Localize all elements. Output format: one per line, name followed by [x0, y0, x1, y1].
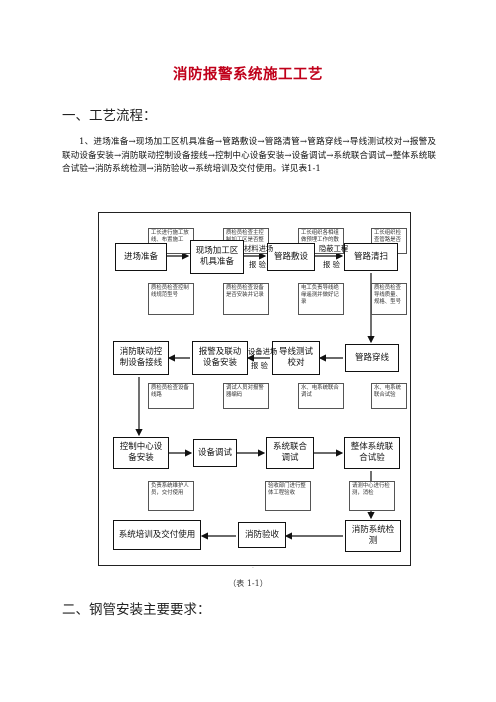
section-heading-1: 一、工艺流程： — [62, 108, 157, 124]
section-heading-2: 二、钢管安装主要要求： — [62, 602, 211, 618]
note-joint-test: 水、电系统联合试验 — [371, 383, 407, 409]
note-device-lines: 质检员检查设备线路 — [148, 383, 194, 409]
step-pipe-laying: 管路敷设 — [267, 243, 315, 271]
note-insulation-test: 电工负责导线绝缘遥测并做好记录 — [298, 283, 344, 315]
step-site-preparation: 进场准备 — [115, 243, 167, 271]
step-training-handover: 系统培训及交付使用 — [113, 520, 201, 550]
note-wire-spec: 质检员检查导线质量、规格、型号 — [371, 283, 407, 315]
step-system-inspection: 消防系统检测 — [345, 520, 401, 552]
page-dot: · — [252, 565, 254, 572]
note-alarm-coding: 调试人员对报警器编码 — [223, 383, 269, 409]
step-system-joint-debug: 系统联合调试 — [266, 437, 314, 469]
step-control-center-install: 控制中心设备安装 — [113, 437, 169, 469]
label-report-2: 报 验 — [323, 260, 340, 269]
step-overall-joint-test: 整体系统联合试验 — [344, 437, 400, 469]
step-fire-acceptance: 消防验收 — [238, 522, 286, 548]
step-pipe-wiring: 管路穿线 — [345, 344, 399, 372]
label-hidden-work: 隐蔽工程 — [319, 244, 349, 253]
note-joint-debug: 水、电系统联合调试 — [298, 383, 344, 409]
note-handover: 负责系统维护人员，交付使用 — [148, 481, 194, 511]
process-flowchart: 工长进行施工放线、布置施工 质检员检查主控制加工区是否整理 工长组织各相组做预埋… — [98, 212, 411, 566]
label-equipment-in: 设备进场 — [248, 347, 278, 356]
label-report-1: 报 验 — [249, 260, 266, 269]
note-control-wiring: 质检员检查控制线规范型号 — [148, 283, 194, 315]
note-inspection: 请测中心进行检测，消检 — [349, 481, 395, 511]
label-report-3: 报 验 — [251, 361, 268, 370]
label-material-in: 材料进场 — [244, 244, 274, 253]
step-tool-preparation: 现场加工区机具准备 — [190, 240, 244, 274]
step-device-debugging: 设备调试 — [193, 439, 237, 467]
note-site-layout: 工长进行施工放线、布置施工 — [148, 228, 194, 254]
figure-caption: （表 1-1） — [228, 579, 268, 588]
step-linkage-wiring: 消防联动控制设备接线 — [113, 341, 169, 375]
step-device-installation: 报警及联动设备安装 — [192, 341, 248, 375]
document-title: 消防报警系统施工工艺 — [173, 67, 323, 83]
process-paragraph: 1、进场准备→现场加工区机具准备→管路敷设→管路清管→管路穿线→导线测试校对→报… — [62, 137, 436, 175]
note-device-install: 质检员检查设备是否安装并记录 — [223, 283, 269, 315]
step-pipe-cleaning: 管路清扫 — [344, 243, 398, 271]
step-wire-testing: 导线测试校对 — [272, 341, 320, 375]
note-acceptance: 验收部门进行整体工程验收 — [265, 481, 311, 511]
